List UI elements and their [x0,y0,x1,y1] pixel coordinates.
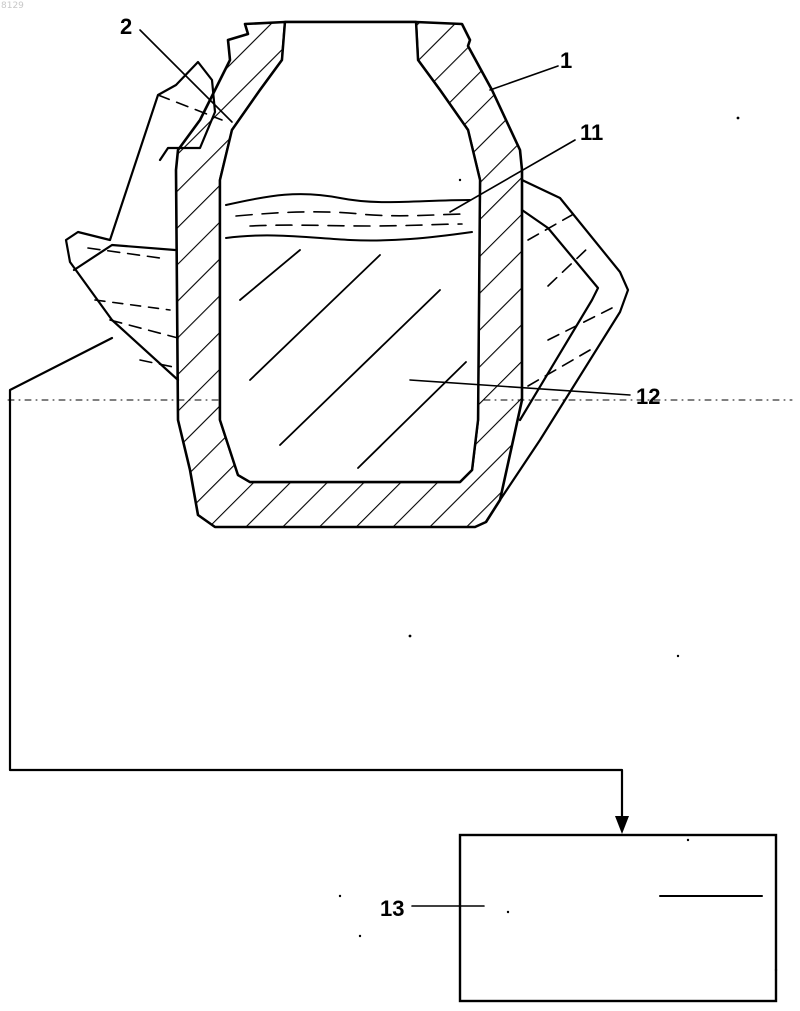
label-11: 11 [580,120,603,145]
leader-1 [490,66,558,90]
vessel-cavity [220,22,480,482]
unit-box [460,835,776,1001]
corner-text: 8129 [1,1,24,11]
label-1: 1 [560,48,572,73]
label-2: 2 [120,14,132,39]
label-12: 12 [636,384,660,409]
signal-arrowhead [615,816,629,834]
label-13: 13 [380,896,404,921]
